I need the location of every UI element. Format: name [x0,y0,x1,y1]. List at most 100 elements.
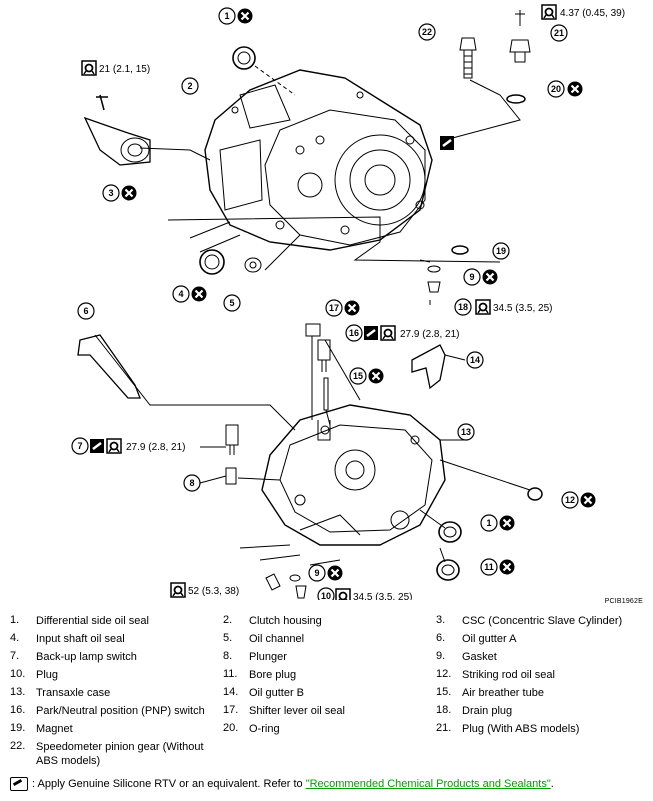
legend-text: Bore plug [249,669,297,681]
pnp-switch [317,339,331,372]
legend-item: 13. Transaxle case [10,686,223,700]
chemical-products-link[interactable]: "Recommended Chemical Products and Seala… [305,778,551,790]
callout-9-upper: 9 [469,272,474,282]
legend-item: 21.Plug (With ABS models) [436,722,649,736]
legend-text: Speedometer pinion gear (Without ABS mod… [36,741,204,767]
torque-label-bore: 52 (5.3, 38) [188,586,239,597]
air-breather-tube [323,377,329,411]
torque-label-top-right: 4.37 (0.45, 39) [560,8,625,19]
legend-number: 9. [436,650,446,662]
legend-text: Oil gutter A [462,633,517,645]
legend-number: 13. [10,686,26,698]
callout-14: 14 [470,355,480,365]
legend-item: 14. Oil gutter B [223,686,436,700]
torque-label-backup: 27.9 (2.8, 21) [126,442,185,453]
callout-6: 6 [83,306,88,316]
legend-number: 11. [223,668,238,680]
callout-9-lower: 9 [314,568,319,578]
legend-number: 10. [10,668,26,680]
legend-number: 12. [436,668,452,680]
diff-seal-lower [438,521,462,543]
callout-1-lower: 1 [486,518,491,528]
legend-text: Differential side oil seal [36,615,149,627]
callout-18: 18 [458,302,468,312]
legend-text: CSC (Concentric Slave Cylinder) [462,615,623,627]
callout-12: 12 [565,495,575,505]
legend-text: Back-up lamp switch [36,651,137,663]
oil-gutter-b [411,344,446,390]
abs-plug-drawing [509,10,531,63]
legend-item: 18. Drain plug [436,704,649,718]
legend-item: 15. Air breather tube [436,686,649,700]
legend-number: 1. [10,614,20,626]
legend-row: 10. Plug 11. Bore plug 12. Striking rod oil s… [10,668,650,686]
legend-text: Plug [36,669,59,681]
legend-text: Magnet [36,723,73,735]
sealant-note: : Apply Genuine Silicone RTV or an equiv… [10,777,554,791]
torque-label-drain-upper: 34.5 (3.5, 25) [493,303,552,314]
callout-5: 5 [229,298,234,308]
legend-item: 17. Shifter lever oil seal [223,704,436,718]
rtv-icon [10,777,28,791]
legend-number: 18. [436,704,452,716]
callout-2: 2 [187,81,192,91]
callout-17: 17 [329,303,339,313]
callout-4: 4 [178,289,183,299]
torque-label-csc: 21 (2.1, 15) [99,64,150,75]
legend-number: 19. [10,722,26,734]
legend-item: 10. Plug [10,668,223,682]
legend-number: 22. [10,740,26,752]
legend-number: 17. [223,704,239,716]
parts-legend: 1. Differential side oil seal 2.Clutch hou… [10,614,650,776]
legend-text: Shifter lever oil seal [249,705,345,717]
oil-channel [244,257,262,273]
rtv-icon [88,134,456,455]
legend-text: Striking rod oil seal [462,669,555,681]
legend-number: 20. [223,722,239,734]
o-ring [506,94,526,104]
clutch-housing-drawing [204,69,433,251]
legend-item: 20.O-ring [223,722,436,736]
exploded-transaxle-diagram: 1 2 3 4 5 6 7 8 9 10 11 12 13 14 15 16 1… [71,4,625,600]
callout-3: 3 [108,188,113,198]
legend-text: Oil gutter B [249,687,305,699]
csc-drawing [83,94,151,166]
torque-wrench-icon [81,4,557,600]
legend-number: 15. [436,686,452,698]
callout-8: 8 [189,478,194,488]
legend-item: 22. Speedometer pinion gear (Without ABS … [10,740,223,768]
legend-item: 8.Plunger [223,650,436,664]
legend-item: 1. Differential side oil seal [10,614,223,628]
striking-rod-seal [527,487,543,501]
legend-text: Park/Neutral position (PNP) switch [36,705,205,717]
legend-row: 22. Speedometer pinion gear (Without ABS … [10,740,650,776]
legend-text: Plunger [249,651,287,663]
callout-7: 7 [77,441,82,451]
backup-lamp-switch [225,424,239,455]
legend-item: 6. Oil gutter A [436,632,649,646]
input-shaft-seal [199,249,225,275]
legend-text: Transaxle case [36,687,111,699]
legend-number: 21. [436,722,452,734]
legend-text: Air breather tube [462,687,544,699]
callout-15: 15 [353,371,363,381]
legend-text: Input shaft oil seal [36,633,125,645]
legend-text: Drain plug [462,705,513,717]
legend-item: 9.Gasket [436,650,649,664]
legend-number: 6. [436,632,446,644]
legend-number: 14. [223,686,239,698]
legend-item: 2.Clutch housing [223,614,436,628]
oil-gutter-a [77,334,141,399]
legend-item: 5.Oil channel [223,632,436,646]
legend-number: 4. [10,632,20,644]
torque-label-plug-lower: 34.5 (3.5, 25) [353,592,412,600]
plunger [225,467,237,485]
legend-number: 16. [10,704,26,716]
callout-20: 20 [551,84,561,94]
legend-number: 5. [223,632,233,644]
note-tail: . [550,778,554,790]
legend-item: 3.CSC (Concentric Slave Cylinder) [436,614,649,628]
callout-22: 22 [422,27,432,37]
